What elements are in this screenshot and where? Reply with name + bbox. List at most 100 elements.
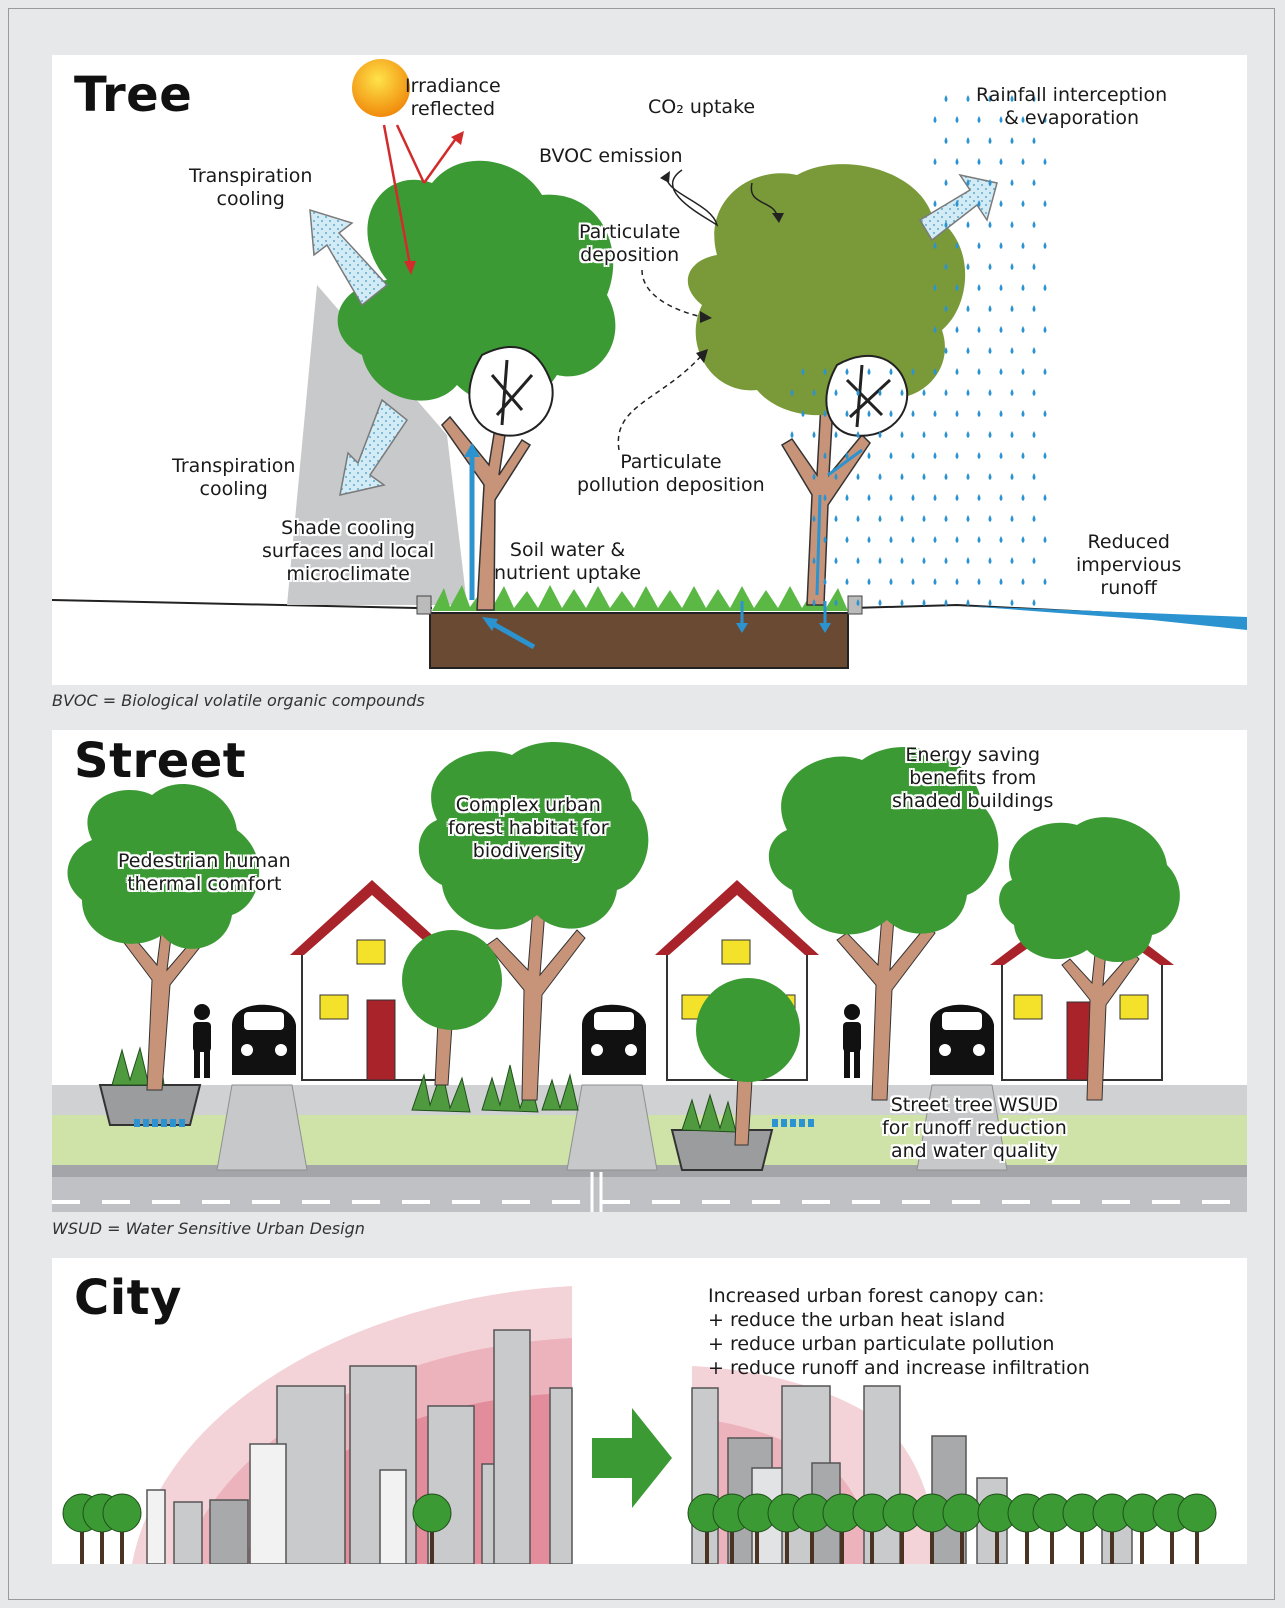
car-1 xyxy=(232,1004,296,1075)
rain-drop xyxy=(823,452,827,459)
root-uptake-arrow xyxy=(486,618,536,650)
rain-drop xyxy=(1043,452,1047,459)
buildings-left xyxy=(146,1329,573,1564)
rain-drop xyxy=(988,137,992,144)
rain-drop xyxy=(900,557,904,564)
rain-drop xyxy=(790,389,794,396)
rain-drop xyxy=(933,410,937,417)
city-tree-trunk xyxy=(1110,1526,1114,1564)
rain-drop xyxy=(933,536,937,543)
rain-drop xyxy=(944,137,948,144)
rain-drop xyxy=(823,368,827,375)
rain-drop xyxy=(856,431,860,438)
rain-drop xyxy=(867,452,871,459)
city-benefit-3: + reduce runoff and increase infiltratio… xyxy=(708,1357,1090,1379)
rain-drop xyxy=(1032,389,1036,396)
rain-drop xyxy=(966,179,970,186)
rain-drop xyxy=(1043,326,1047,333)
rain-drop xyxy=(944,473,948,480)
city-tree-trunk xyxy=(840,1526,844,1564)
curb-left xyxy=(416,595,432,615)
rain-drop xyxy=(944,179,948,186)
city-scene xyxy=(62,1286,1217,1564)
rain-drop xyxy=(889,536,893,543)
rain-drop xyxy=(878,557,882,564)
rain-drop xyxy=(944,557,948,564)
rain-drop xyxy=(856,515,860,522)
rain-drop xyxy=(955,200,959,207)
rain-drop xyxy=(955,326,959,333)
rain-drop xyxy=(988,473,992,480)
rain-drop xyxy=(944,263,948,270)
rain-drop xyxy=(823,494,827,501)
rain-drop xyxy=(966,221,970,228)
rain-drop xyxy=(1010,515,1014,522)
rain-drop xyxy=(867,578,871,585)
rain-drop xyxy=(1043,578,1047,585)
rain-drop xyxy=(801,410,805,417)
runoff-water xyxy=(967,606,1247,630)
rain-drop xyxy=(999,326,1003,333)
city-tree-canopy xyxy=(942,1493,982,1533)
infiltration-head-1 xyxy=(736,623,748,633)
rain-drop xyxy=(878,515,882,522)
rain-drop xyxy=(988,305,992,312)
rain-drop xyxy=(1021,536,1025,543)
irradiance-reflected-arrow xyxy=(422,136,459,184)
pedestrian-1 xyxy=(193,1004,211,1078)
rain-drop xyxy=(1021,284,1025,291)
rain-drop xyxy=(944,599,948,606)
city-benefits-heading: Increased urban forest canopy can: xyxy=(708,1285,1045,1307)
city-tree-trunk xyxy=(870,1526,874,1564)
rain-drop xyxy=(801,368,805,375)
city-tree-trunk xyxy=(1195,1526,1199,1564)
rain-drop xyxy=(845,452,849,459)
pollution-arrow xyxy=(617,354,703,451)
rain-drop xyxy=(1043,494,1047,501)
rain-drop xyxy=(1043,242,1047,249)
street-tree-6 xyxy=(999,817,1180,1101)
rain-drop xyxy=(944,431,948,438)
rain-drop xyxy=(1032,95,1036,102)
rain-drop xyxy=(834,389,838,396)
rain-drop xyxy=(790,431,794,438)
rain-drop xyxy=(999,116,1003,123)
particulate-arrow xyxy=(641,269,703,318)
rain-drop xyxy=(966,305,970,312)
rain-drop xyxy=(1010,473,1014,480)
rain-drop xyxy=(1021,326,1025,333)
rain-drop xyxy=(823,536,827,543)
pedestrian-2 xyxy=(843,1004,861,1078)
rain-drop xyxy=(1043,368,1047,375)
rain-drop xyxy=(889,410,893,417)
rain-drop xyxy=(834,473,838,480)
rain-drop xyxy=(889,494,893,501)
rain-drop xyxy=(999,494,1003,501)
street-tree-4 xyxy=(696,978,800,1146)
rain-drop xyxy=(933,452,937,459)
rain-drop xyxy=(977,494,981,501)
rain-drop xyxy=(922,599,926,606)
rain-drop xyxy=(966,431,970,438)
rain-drop xyxy=(1032,515,1036,522)
bvoc-arrow xyxy=(666,169,719,227)
irradiance-incoming xyxy=(395,124,426,184)
right-stemflow xyxy=(815,448,863,596)
rain-drop xyxy=(977,452,981,459)
rain-drop xyxy=(1032,431,1036,438)
rain-drop xyxy=(922,431,926,438)
caption-wsud: WSUD = Water Sensitive Urban Design xyxy=(52,1219,365,1238)
city-trees xyxy=(62,1493,1217,1564)
sun-icon xyxy=(352,59,410,117)
rain-drop xyxy=(867,368,871,375)
city-tree-canopy xyxy=(1177,1493,1217,1533)
city-tree-trunk xyxy=(730,1526,734,1564)
rain-drop xyxy=(878,473,882,480)
city-benefit-2: + reduce urban particulate pollution xyxy=(708,1333,1055,1355)
rain-drop xyxy=(812,599,816,606)
city-tree-canopy xyxy=(412,1493,452,1533)
label-rainfall: Rainfall interception& evaporation xyxy=(976,84,1168,129)
